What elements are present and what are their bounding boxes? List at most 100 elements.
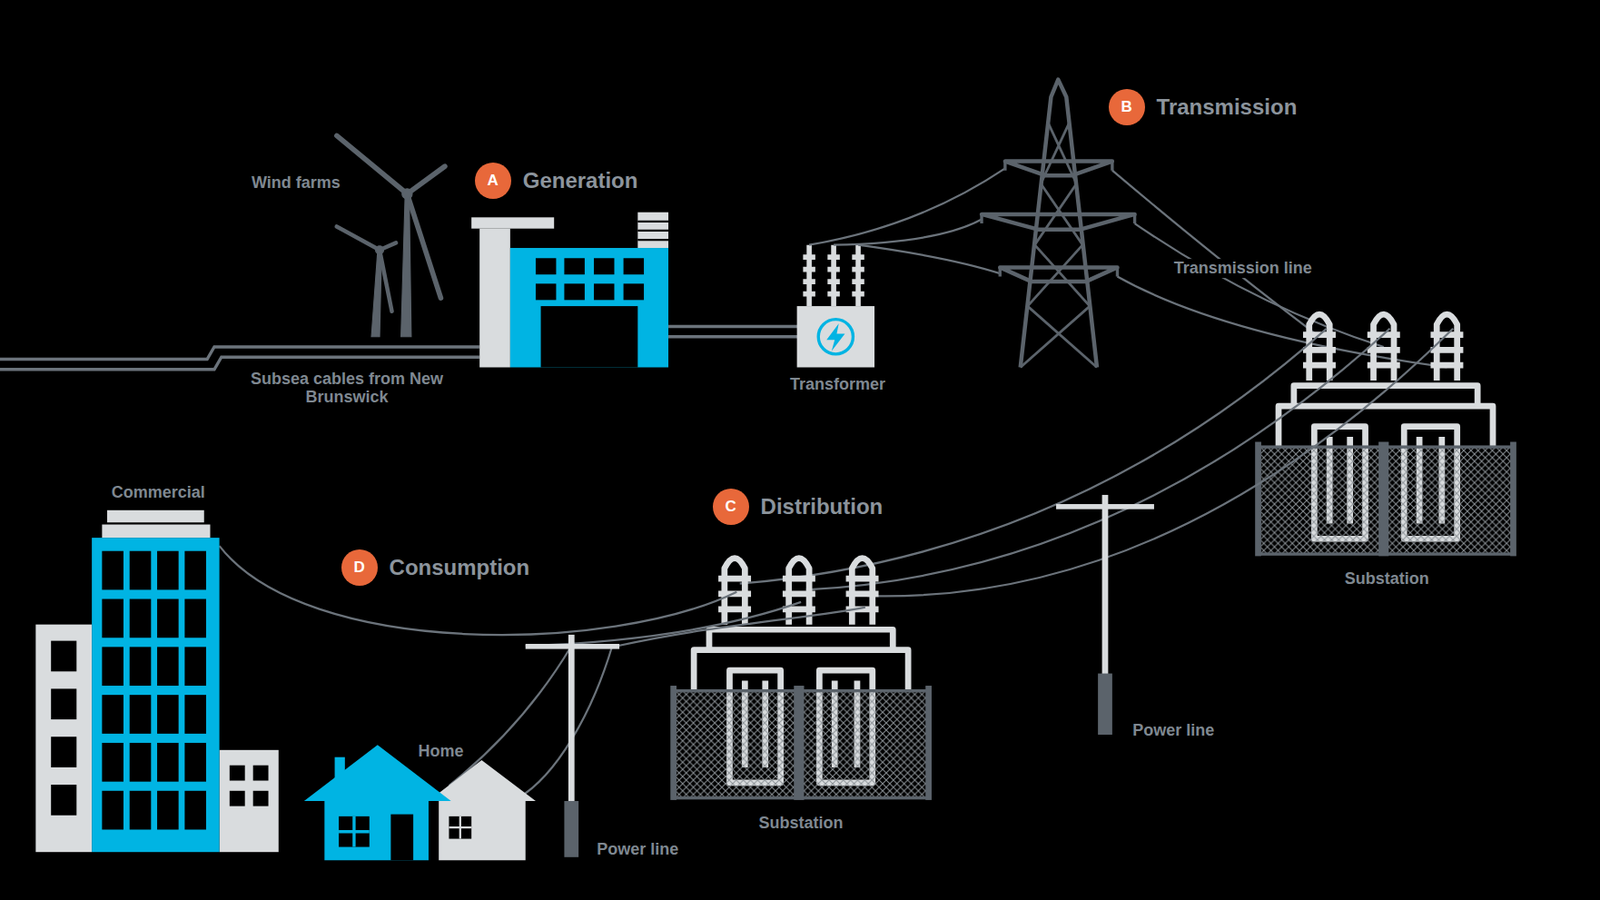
commercial-buildings	[107, 510, 205, 523]
houses	[338, 816, 370, 848]
window-grid	[157, 694, 179, 734]
window-grid	[129, 742, 152, 782]
power-pole-right	[1097, 673, 1113, 735]
window-grid	[101, 551, 124, 591]
part-label: Power line	[592, 839, 682, 860]
generation-building	[563, 283, 584, 300]
generation-building	[637, 221, 669, 240]
houses	[304, 744, 452, 860]
power-pole-left	[568, 634, 575, 809]
transformer	[802, 245, 864, 307]
tower-feed-lines	[809, 167, 1006, 245]
part-label: Transformer	[786, 375, 889, 396]
window-grid	[184, 742, 207, 782]
transmission-lines	[1135, 223, 1384, 347]
stage-callout: DConsumption	[341, 549, 534, 586]
transmission-tower	[1005, 161, 1113, 177]
substation-right	[1254, 314, 1517, 556]
wind-turbines	[402, 188, 413, 199]
stage-heading: Distribution	[758, 493, 887, 520]
generation-building	[535, 257, 644, 300]
generation-building	[593, 257, 614, 275]
stage-heading: Consumption	[386, 554, 534, 581]
transformer	[809, 245, 859, 307]
window-grid	[101, 790, 124, 830]
window-grid	[184, 790, 207, 830]
transformer	[802, 256, 864, 294]
wind-turbines	[371, 252, 382, 337]
power-pole-right	[1056, 503, 1155, 510]
commercial-buildings	[35, 510, 278, 852]
callout-letter: C	[712, 488, 750, 525]
window-grid	[184, 551, 207, 591]
distribution-lines	[806, 328, 1391, 591]
part-label: Commercial	[108, 483, 209, 504]
service-lines	[617, 607, 866, 647]
part-label: Subsea cables from New Brunswick	[246, 369, 449, 408]
wind-turbines	[401, 196, 412, 337]
window-grid	[101, 599, 124, 639]
houses	[448, 816, 472, 840]
distribution-lines	[740, 328, 1327, 584]
houses	[338, 816, 370, 848]
service-lines	[518, 645, 613, 798]
window-grid	[129, 599, 152, 639]
transmission-tower	[1020, 79, 1097, 368]
callout-letter: B	[1108, 88, 1146, 126]
stage-heading: Generation	[520, 167, 642, 194]
stage-heading: Transmission	[1154, 94, 1301, 120]
wind-turbines	[336, 226, 396, 311]
stage-callout: AGeneration	[474, 162, 642, 199]
commercial-buildings	[253, 790, 269, 807]
distribution-lines	[867, 328, 1453, 597]
commercial-buildings	[50, 736, 77, 768]
distribution-lines	[740, 328, 1453, 597]
part-label: Substation	[755, 813, 848, 834]
transmission-tower	[981, 79, 1136, 368]
part-label: Transmission line	[1170, 258, 1316, 279]
generation-building	[471, 212, 669, 368]
window-grid	[129, 646, 152, 686]
generation-building	[563, 257, 584, 275]
commercial-buildings	[50, 641, 77, 672]
service-lines	[219, 545, 738, 635]
power-pole-left	[563, 800, 579, 858]
window-grid	[101, 646, 124, 686]
window-grid	[184, 646, 207, 686]
window-grid	[157, 646, 179, 686]
commercial-buildings	[101, 524, 210, 539]
transmission-tower	[981, 161, 1136, 277]
transmission-tower	[981, 214, 1136, 230]
power-pole-left	[525, 634, 620, 858]
houses	[448, 816, 472, 840]
subsea-cables	[0, 356, 480, 369]
part-label: Substation	[1341, 569, 1433, 590]
plant-cables	[668, 326, 800, 337]
transformer	[797, 245, 875, 368]
generation-building	[471, 217, 554, 228]
generation-building	[623, 283, 644, 300]
commercial-buildings	[253, 765, 269, 781]
window-grid	[101, 551, 207, 830]
generation-building	[623, 257, 644, 275]
generation-building	[535, 283, 556, 300]
part-label: Power line	[1128, 720, 1218, 741]
commercial-buildings	[35, 624, 92, 853]
transformer	[826, 323, 845, 351]
generation-building	[541, 306, 639, 367]
commercial-buildings	[50, 641, 268, 816]
commercial-buildings	[50, 784, 77, 816]
generation-building	[535, 257, 556, 275]
commercial-buildings	[91, 537, 219, 852]
plant-cables	[668, 326, 800, 337]
window-grid	[101, 694, 124, 734]
tower-feed-lines	[809, 167, 1006, 274]
power-pole-right	[1056, 494, 1155, 735]
tower-feed-lines	[858, 245, 1000, 274]
wind-turbines	[336, 135, 445, 298]
stage-callout: B Transmission	[1108, 88, 1301, 126]
wind-turbines	[336, 135, 445, 336]
commercial-buildings	[229, 790, 246, 807]
transformer	[797, 306, 875, 367]
